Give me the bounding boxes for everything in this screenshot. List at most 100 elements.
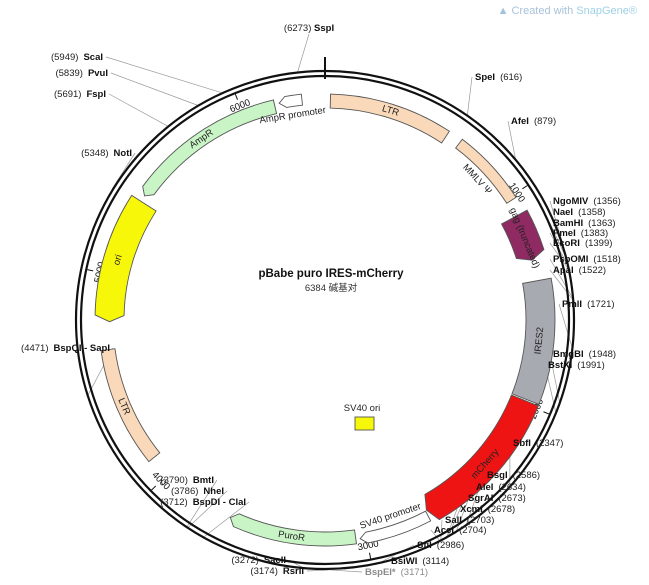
feature-puror[interactable]: PuroR [229,513,357,547]
feature-shape [500,209,545,261]
site-label: (5949)ScaI [51,52,103,63]
site-bsiwi[interactable]: BsiWI(3114) [391,556,449,567]
tick-mark [151,485,157,491]
site-leader [467,76,473,115]
site-leader [440,519,443,542]
site-sacii[interactable]: (3272)SacII [231,555,286,566]
site-label: XcmI(2678) [460,504,515,515]
site-bstxi[interactable]: BstXI (1991) [548,360,605,371]
site-afei[interactable]: AfeI(879) [511,116,556,127]
site-position: (616) [500,72,522,83]
site-label: (3790)BmtI [160,475,214,486]
site-position: (6273) [284,23,314,34]
site-leader [297,33,310,72]
site-bsgi[interactable]: BsgI(2586) [487,470,540,481]
feature-shape [354,416,375,431]
site-label: PmeI(1383) [553,228,608,239]
site-leader [108,93,168,127]
site-noti[interactable]: (5348)NotI [81,148,132,159]
site-position: (3174) [250,566,277,577]
site-label: PspOMI (1518) [553,254,621,265]
tick-mark [522,185,528,190]
feature-gag-truncated[interactable]: gag (truncated) [500,206,545,270]
site-alei[interactable]: AleI(2634) [476,482,526,493]
site-bspei[interactable]: BspEI*(3171) [365,567,428,578]
site-name: BmgBI [553,349,584,360]
site-position: (3712) [160,497,187,508]
site-label: AccI(2704) [434,525,487,536]
site-xcmi[interactable]: XcmI(2678) [460,504,515,515]
site-label: SbfI (2347) [513,438,563,449]
site-position: (4471) [21,343,48,354]
site-position: (2586) [513,470,540,481]
site-label: AleI(2634) [476,482,526,493]
site-bspqi-sapi[interactable]: (4471) BspQI - SapI [21,343,110,354]
feature-ampr[interactable]: AmpR [142,99,278,197]
site-ngomiv[interactable]: NgoMIV(1356) [553,196,621,207]
site-label: BstXI (1991) [548,360,605,371]
feature-ori[interactable]: ori [94,194,157,323]
site-scai[interactable]: (5949)ScaI [51,52,103,63]
site-pvui[interactable]: (5839)PvuI [55,68,108,79]
site-label: NaeI(1358) [553,207,606,218]
site-label: ApaI(1522) [553,265,606,276]
site-name: PspOMI [553,254,588,265]
site-position: (2673) [498,493,525,504]
feature-sv40-ori[interactable]: SV40 ori [344,403,380,431]
site-pmei[interactable]: PmeI(1383) [553,228,608,239]
site-label: AfeI(879) [511,116,556,127]
feature-ltr[interactable]: LTR [329,93,450,144]
site-name: SalI [445,515,462,526]
site-label: (5839)PvuI [55,68,108,79]
site-bmgbi[interactable]: BmgBI(1948) [553,349,616,360]
site-name: SgrAI [468,493,493,504]
site-nhei[interactable]: (3786)NheI [171,486,224,497]
feature-ltr[interactable]: LTR [100,348,161,463]
feature-sv40-promoter[interactable]: SV40 promoter [358,501,432,544]
site-leader [445,508,458,539]
site-bamhi[interactable]: BamHI(1363) [553,218,616,229]
site-acci[interactable]: AccI(2704) [434,525,487,536]
feature-label: LTR [381,103,401,119]
plasmid-size: 6384 碱基对 [305,282,358,294]
site-label: SpeI(616) [475,72,522,83]
site-name: SfiI [417,540,432,551]
site-sgrai[interactable]: SgrAI (2673) [468,493,526,504]
feature-label: IRES2 [533,327,547,355]
tick-mark [369,552,372,559]
site-position: (2678) [488,504,515,515]
site-name: BspQI - SapI [54,343,110,354]
site-naei[interactable]: NaeI(1358) [553,207,606,218]
site-name: SbfI [513,438,531,449]
site-position: (5839) [55,68,82,79]
site-position: (1991) [577,360,604,371]
site-apai[interactable]: ApaI(1522) [553,265,606,276]
site-sbfi[interactable]: SbfI (2347) [513,438,563,449]
site-sspi[interactable]: (6273) SspI [284,23,334,34]
site-spei[interactable]: SpeI(616) [475,72,522,83]
site-position: (1356) [593,196,620,207]
site-position: (1518) [593,254,620,265]
site-name: AccI [434,525,454,536]
site-fspi[interactable]: (5691)FspI [54,89,106,100]
site-name: PmlI [562,299,582,310]
site-position: (1363) [588,218,615,229]
feature-shape [424,394,539,521]
site-position: (2347) [536,438,563,449]
site-rsrii[interactable]: (3174)RsrII [250,566,304,577]
site-sfii[interactable]: SfiI(2986) [417,540,464,551]
site-bspdi-clai[interactable]: (3712)BspDI - ClaI [160,497,246,508]
site-leader [549,269,575,303]
site-leader [202,501,250,539]
site-ecori[interactable]: EcoRI(1399) [553,238,612,249]
site-sali[interactable]: SalI(2703) [445,515,494,526]
site-name: SspI [314,23,334,34]
site-position: (3272) [231,555,258,566]
site-position: (3790) [160,475,187,486]
site-pspomi[interactable]: PspOMI (1518) [553,254,621,265]
site-name: BstXI [548,360,572,371]
feature-ires2[interactable]: IRES2 [511,277,556,406]
backbone-inner-ring [79,74,571,566]
site-bmti[interactable]: (3790)BmtI [160,475,214,486]
site-pmli[interactable]: PmlI(1721) [562,299,615,310]
